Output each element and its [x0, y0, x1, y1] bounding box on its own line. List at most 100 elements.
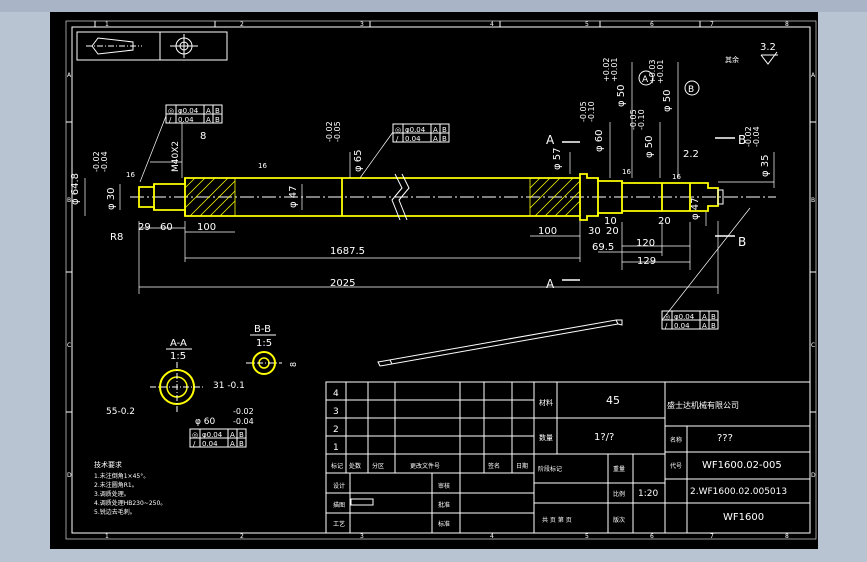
- dim-tolerance: -0.02: [325, 121, 334, 142]
- section-marker-a-top: A: [546, 133, 555, 147]
- dim-length: 10: [604, 216, 617, 227]
- tolerance-frame: ◎ φ0.04 A B / 0.04 A B: [661, 310, 719, 330]
- notes-heading: 技术要求: [94, 460, 122, 469]
- qty-value: 1?/?: [594, 432, 614, 443]
- material-value: 45: [606, 394, 620, 407]
- tolerance-datum: B: [442, 126, 447, 134]
- revision-row: 3: [333, 407, 339, 417]
- dim-diameter: φ 65: [353, 150, 364, 173]
- dim-diameter: φ 47: [288, 186, 299, 209]
- note-item: 5.锐边去毛刺。: [94, 508, 136, 516]
- role-label: 工艺: [333, 520, 345, 528]
- tolerance-frame: ◎ φ0.04 A B / 0.04 A B: [165, 104, 223, 124]
- dim-radius: R8: [110, 232, 123, 243]
- col-label: 2: [240, 21, 244, 28]
- tolerance-symbol: /: [665, 322, 668, 330]
- drawing-sheet: 1 2 3 4 5 6 7 8 1 2 3 4 5 6 7 8 A B C D …: [50, 12, 818, 549]
- dim-length: 2.2: [683, 149, 699, 160]
- section-bb-dim: 31 -0.1: [213, 381, 245, 391]
- dim-tolerance: -0.10: [637, 109, 646, 130]
- projection-symbol: [76, 31, 228, 61]
- section-marker-b-bottom: B: [738, 235, 746, 249]
- tolerance-value: φ0.04: [202, 431, 223, 439]
- tolerance-datum: A: [230, 431, 235, 439]
- hatch-left: [184, 177, 236, 217]
- role-label: 审核: [438, 482, 450, 490]
- dim-tolerance: +0.02: [602, 57, 611, 82]
- role-label: 标准: [438, 520, 450, 528]
- tolerance-datum: B: [239, 440, 244, 448]
- tolerance-symbol: ◎: [192, 431, 198, 439]
- tolerance-value: 0.04: [674, 322, 690, 330]
- col-label: 6: [650, 533, 654, 540]
- dim-length: 30: [588, 226, 601, 237]
- sheet-label: 共 页 第 页: [542, 516, 572, 524]
- col-label: 8: [785, 21, 789, 28]
- leader-lines: [139, 115, 751, 321]
- model-number: WF1600: [723, 512, 764, 523]
- section-bb-title: B-B: [254, 324, 271, 335]
- tolerance-symbol: /: [396, 135, 399, 143]
- end-thread: [717, 189, 724, 205]
- tolerance-datum: B: [215, 116, 220, 124]
- section-aa-scale: 1:5: [170, 351, 186, 362]
- role-label: 设计: [333, 482, 345, 490]
- dim-diameter: φ 35: [760, 155, 771, 178]
- roughness-mark: 16: [672, 173, 681, 181]
- dim-diameter: φ 47: [690, 198, 701, 221]
- datum-b-label: B: [688, 85, 694, 95]
- tolerance-frame: ◎ φ0.04 A B / 0.04 A B: [392, 123, 450, 143]
- stage-label: 阶段标记: [538, 465, 562, 473]
- dim-length: 60: [160, 222, 173, 233]
- col-label: 4: [490, 21, 494, 28]
- dim-length: 69.5: [592, 242, 614, 253]
- datum-circle: [638, 70, 700, 96]
- scale-value: 1:20: [638, 489, 658, 499]
- revision-row: 4: [333, 389, 339, 399]
- scale-label: 比例: [613, 490, 625, 498]
- code-label: 代号: [670, 462, 682, 470]
- note-item: 3.调质处理。: [94, 490, 130, 498]
- dim-tolerance: -0.05: [333, 121, 342, 142]
- row-label: B: [811, 197, 815, 204]
- isometric-shaft: [377, 319, 623, 367]
- section-aa-tol: -0.02: [233, 407, 254, 416]
- tolerance-value: φ0.04: [178, 107, 199, 115]
- surface-finish-value: 3.2: [760, 42, 776, 53]
- tolerance-datum: B: [442, 135, 447, 143]
- table-header: 分区: [372, 462, 384, 470]
- dim-diameter: φ 30: [106, 188, 117, 211]
- dim-length: 8: [200, 131, 206, 142]
- dim-length: 1687.5: [330, 246, 365, 257]
- revision-row: 2: [333, 425, 339, 435]
- window-top-strip: [0, 0, 867, 12]
- col-label: 7: [710, 533, 714, 540]
- tolerance-datum: A: [230, 440, 235, 448]
- dim-diameter: φ 60: [594, 130, 605, 153]
- tolerance-frame: ◎ φ0.04 A B / 0.04 A B: [189, 428, 247, 448]
- outer-border: [65, 20, 817, 540]
- dim-diameter: φ 50: [662, 90, 673, 113]
- dim-tolerance: -0.10: [587, 101, 596, 122]
- table-header: 签名: [488, 462, 500, 470]
- col-label: 1: [105, 533, 109, 540]
- dim-diameter: φ 50: [616, 85, 627, 108]
- tolerance-value: φ0.04: [405, 126, 426, 134]
- dim-length: 29: [138, 222, 151, 233]
- name-value: ???: [717, 433, 733, 444]
- col-label: 7: [710, 21, 714, 28]
- tolerance-symbol: ◎: [395, 126, 401, 134]
- section-marker-b-top: B: [738, 133, 746, 147]
- tolerance-datum: B: [711, 322, 716, 330]
- roughness-mark: 16: [258, 162, 267, 170]
- section-marker-a-bottom: A: [546, 277, 555, 291]
- row-label: A: [67, 72, 72, 79]
- role-label: 描图: [333, 501, 345, 509]
- drawing-number: 2.WF1600.02.005013: [690, 487, 787, 497]
- dim-overall-length: 2025: [330, 278, 355, 289]
- dim-tolerance: +0.01: [656, 59, 665, 84]
- dim-tolerance: -0.04: [752, 126, 761, 147]
- row-label: A: [811, 72, 816, 79]
- tolerance-symbol: ◎: [168, 107, 174, 115]
- row-label: D: [67, 472, 72, 479]
